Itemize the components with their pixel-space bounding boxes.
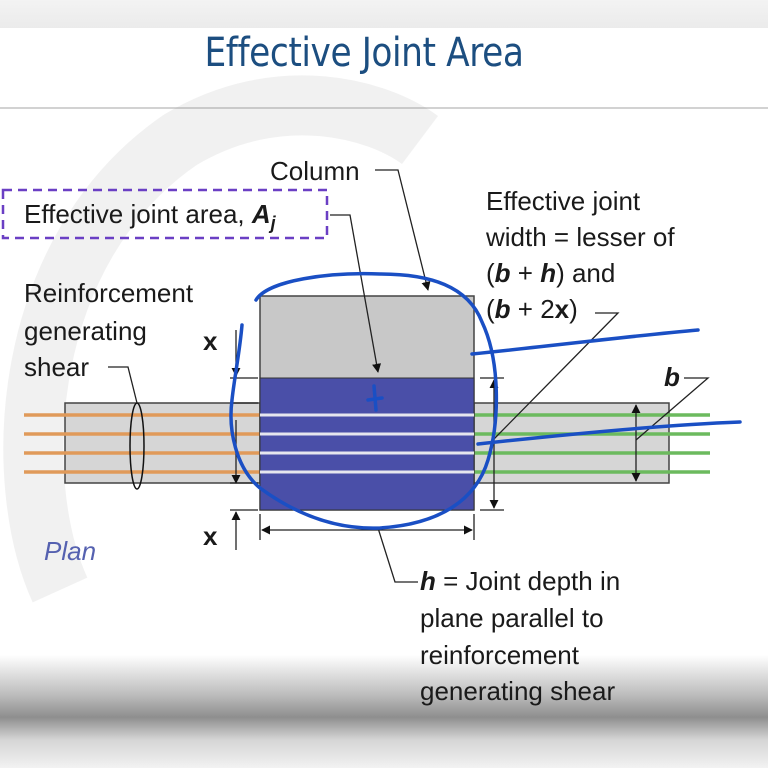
effective-joint-area-label: Effective joint area, Aj [24, 199, 277, 233]
title-divider [0, 107, 768, 109]
annotation-circle [229, 271, 499, 530]
x-bottom-dimension [230, 509, 258, 550]
joint-area-leader [330, 214, 382, 373]
reinforcement-label-line3: shear [24, 352, 89, 382]
width-leader [492, 312, 620, 441]
width-label-line3: (b + h) and [486, 258, 615, 288]
effective-joint-area [259, 377, 475, 511]
plan-label: Plan [44, 536, 96, 566]
h-leader [377, 527, 418, 583]
b-label: b [664, 362, 680, 392]
joint-bars [260, 413, 474, 474]
h-label-line1: h = Joint depth in [420, 566, 620, 596]
bottom-shadow [0, 655, 768, 768]
x-bottom-label: x [203, 521, 218, 551]
annotation-stroke-top [470, 328, 700, 356]
top-bar [0, 0, 768, 28]
annotation-tick [366, 384, 384, 412]
h-label-line4: generating shear [420, 676, 615, 706]
column-leader [375, 169, 431, 291]
title-area [0, 28, 768, 108]
h-label-line3: reinforcement [420, 640, 580, 670]
joint-area-label-box [1, 188, 329, 240]
slide-title: Effective Joint Area [204, 30, 524, 76]
x-top-label: x [203, 326, 218, 356]
reinforcement-label-line2: generating [24, 316, 147, 346]
width-label-line2: width = lesser of [485, 222, 675, 252]
b-leader [635, 377, 710, 441]
width-label-line4: (b + 2x) [486, 294, 578, 324]
column-label: Column [270, 156, 360, 186]
watermark-logo [3, 75, 438, 603]
annotation-stroke-bottom [476, 420, 742, 446]
reinforcement-label-line1: Reinforcement [24, 278, 194, 308]
shear-leader [108, 366, 138, 404]
width-label-line1: Effective joint [486, 186, 641, 216]
hand-annotations [229, 271, 742, 530]
h-dimension [259, 514, 475, 540]
h-label-line2: plane parallel to [420, 603, 604, 633]
